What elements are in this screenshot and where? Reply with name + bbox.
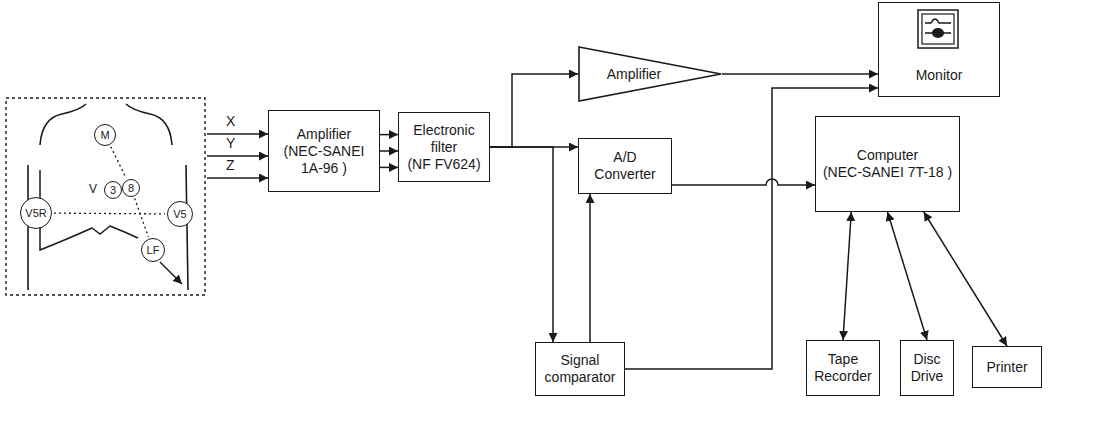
device-box: Printer: [972, 346, 1042, 388]
trace-line: [925, 19, 951, 23]
node-title: V5: [173, 208, 186, 220]
node-subtitle: (NEC-SANEI 1A-96 ): [273, 143, 375, 177]
node-title: Signal comparator: [540, 352, 620, 386]
amplifier-triangle: Amplifier: [578, 46, 722, 102]
device-box: Tape Recorder: [806, 340, 880, 396]
electrode-circle: V5R: [20, 197, 52, 229]
lead-dotted-line: [135, 198, 149, 236]
process-box: A/D Converter: [578, 138, 672, 194]
node-title: M: [100, 129, 109, 141]
signal-connector: [722, 73, 878, 75]
signal-connector: [672, 179, 815, 185]
arm-line: [186, 165, 188, 290]
node-title: LF: [147, 244, 160, 256]
process-box: Signal comparator: [535, 342, 625, 396]
signal-connector: [380, 167, 398, 169]
dashed-frame: [6, 98, 205, 295]
node-subtitle: (NEC-SANEI 7T-18 ): [823, 164, 952, 181]
node-title: Electronic filter: [403, 122, 485, 156]
device-box: Disc Drive: [900, 340, 954, 396]
monitor-icon: [917, 9, 959, 49]
shoulder-line: [126, 104, 172, 145]
monitor-box: Monitor: [878, 2, 1000, 97]
signal-connector: [589, 194, 591, 342]
signal-arrow: [207, 177, 268, 179]
electrode-circle: 8: [122, 179, 140, 197]
lead-dotted-line: [54, 212, 165, 214]
electrode-circle: LF: [141, 238, 165, 262]
shoulder-line: [40, 104, 86, 145]
electrode-circle: M: [94, 124, 116, 146]
node-subtitle: (NF FV624): [407, 156, 480, 173]
lead-arrow: [160, 262, 182, 284]
process-box: Amplifier(NEC-SANEI 1A-96 ): [268, 110, 380, 192]
signal-name: X: [226, 113, 235, 129]
signal-connector: [490, 147, 553, 342]
signal-name: Z: [226, 157, 235, 173]
node-title: Tape Recorder: [811, 351, 875, 385]
node-title: Computer: [857, 147, 918, 164]
node-title: V5R: [25, 207, 46, 219]
node-title: 3: [110, 184, 116, 196]
lead-dotted-line: [111, 147, 126, 178]
screen-frame: [918, 10, 958, 48]
node-title: Disc Drive: [905, 351, 949, 385]
node-title: Monitor: [916, 67, 963, 84]
screen-inner: [922, 14, 954, 44]
signal-arrow: [207, 155, 268, 157]
electrode-circle: V5: [167, 201, 193, 227]
signal-connector: [490, 74, 578, 147]
node-title: Printer: [986, 359, 1027, 376]
triangle-shape: [579, 47, 721, 101]
electrode-circle: 3: [104, 181, 122, 199]
node-title: A/D Converter: [583, 149, 667, 183]
lead-name: V: [89, 181, 97, 197]
signal-connector: [380, 150, 398, 152]
node-title: Amplifier: [607, 66, 661, 83]
trace-blob: [932, 28, 944, 38]
process-box: Electronic filter(NF FV624): [398, 112, 490, 182]
signal-connector: [380, 134, 398, 136]
node-title: 8: [128, 182, 134, 194]
signal-connector: [924, 212, 1007, 346]
signal-name: Y: [226, 135, 235, 151]
signal-arrow: [207, 133, 268, 135]
node-title: Amplifier: [297, 126, 351, 143]
process-box: Computer(NEC-SANEI 7T-18 ): [815, 116, 960, 212]
signal-connector: [888, 212, 928, 340]
signal-connector: [843, 212, 851, 340]
